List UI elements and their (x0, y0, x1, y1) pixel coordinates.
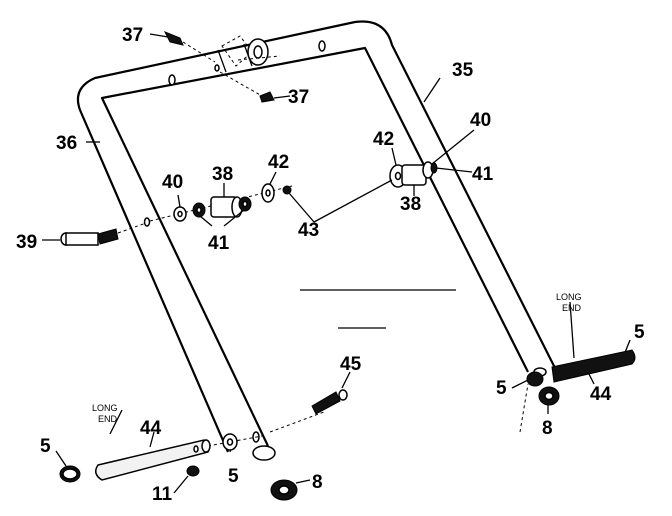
callout-8-left: 8 (312, 472, 323, 493)
spacer-stack-left (149, 183, 293, 222)
screw-37-bottom (219, 71, 275, 103)
callout-40-left: 40 (162, 172, 183, 193)
long-end-left-line2: END (98, 414, 118, 424)
callout-38-left: 38 (212, 164, 233, 185)
washer-5-right (526, 371, 544, 387)
leader-lines (42, 33, 631, 494)
callout-11: 11 (152, 484, 173, 505)
reference-lines (300, 289, 456, 329)
callout-36: 36 (56, 133, 77, 154)
callout-37-top: 37 (122, 25, 143, 46)
callout-8-right: 8 (542, 418, 553, 439)
upper-handle-frame (76, 20, 556, 461)
callout-42-left: 42 (268, 152, 289, 173)
grip-44-right (551, 349, 636, 383)
callout-38-right: 38 (400, 194, 421, 215)
long-end-right-line1: LONG (556, 292, 582, 302)
callout-41-right: 41 (472, 164, 494, 185)
callout-5-right-upper: 5 (634, 322, 645, 343)
spacer-stack-right (389, 161, 438, 188)
nut-43-left (282, 185, 292, 195)
long-end-left-line1: LONG (92, 403, 118, 413)
callout-45: 45 (340, 354, 362, 375)
callout-39: 39 (16, 232, 37, 253)
bolt-39 (60, 222, 147, 246)
top-connector-sleeve (221, 35, 281, 67)
lower-right-assembly (526, 349, 636, 406)
lower-left-assembly (59, 433, 298, 501)
screw-37-top (163, 31, 216, 63)
long-end-note-right: LONG END (556, 292, 582, 313)
callout-37-bottom: 37 (288, 87, 309, 108)
callout-44-left: 44 (140, 418, 162, 439)
callout-40-right: 40 (470, 110, 491, 131)
long-end-right-line2: END (562, 303, 582, 313)
callout-44-right: 44 (590, 384, 612, 405)
callout-43: 43 (298, 220, 319, 241)
callout-5-left: 5 (40, 436, 51, 457)
callout-41-left: 41 (208, 233, 230, 254)
callout-5-middle: 5 (228, 466, 239, 487)
long-end-note-left: LONG END (92, 403, 118, 424)
callout-5-right-lower: 5 (496, 378, 507, 399)
bolt-45 (311, 389, 348, 415)
nut-11 (186, 465, 200, 477)
callout-42-right: 42 (373, 129, 394, 150)
callout-35: 35 (452, 60, 474, 81)
callout-labels: 37 37 35 36 40 38 42 42 40 41 38 39 41 4… (16, 25, 645, 505)
